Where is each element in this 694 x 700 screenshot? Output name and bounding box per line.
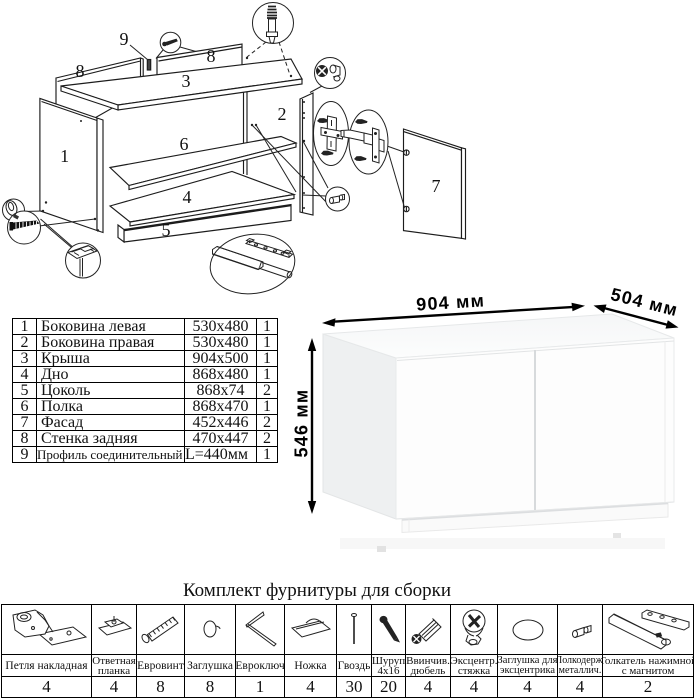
svg-text:8: 8 — [207, 46, 216, 66]
svg-text:546 мм: 546 мм — [292, 389, 312, 458]
svg-text:8: 8 — [76, 61, 85, 81]
svg-text:6: 6 — [180, 134, 189, 154]
svg-text:2: 2 — [278, 104, 287, 124]
svg-text:7: 7 — [432, 176, 441, 196]
svg-text:1: 1 — [60, 146, 69, 166]
svg-text:504 мм: 504 мм — [609, 284, 681, 320]
svg-text:5: 5 — [162, 220, 171, 240]
svg-text:9: 9 — [120, 29, 129, 49]
svg-text:3: 3 — [182, 71, 191, 91]
svg-text:4: 4 — [183, 187, 192, 207]
svg-text:904 мм: 904 мм — [416, 290, 486, 314]
